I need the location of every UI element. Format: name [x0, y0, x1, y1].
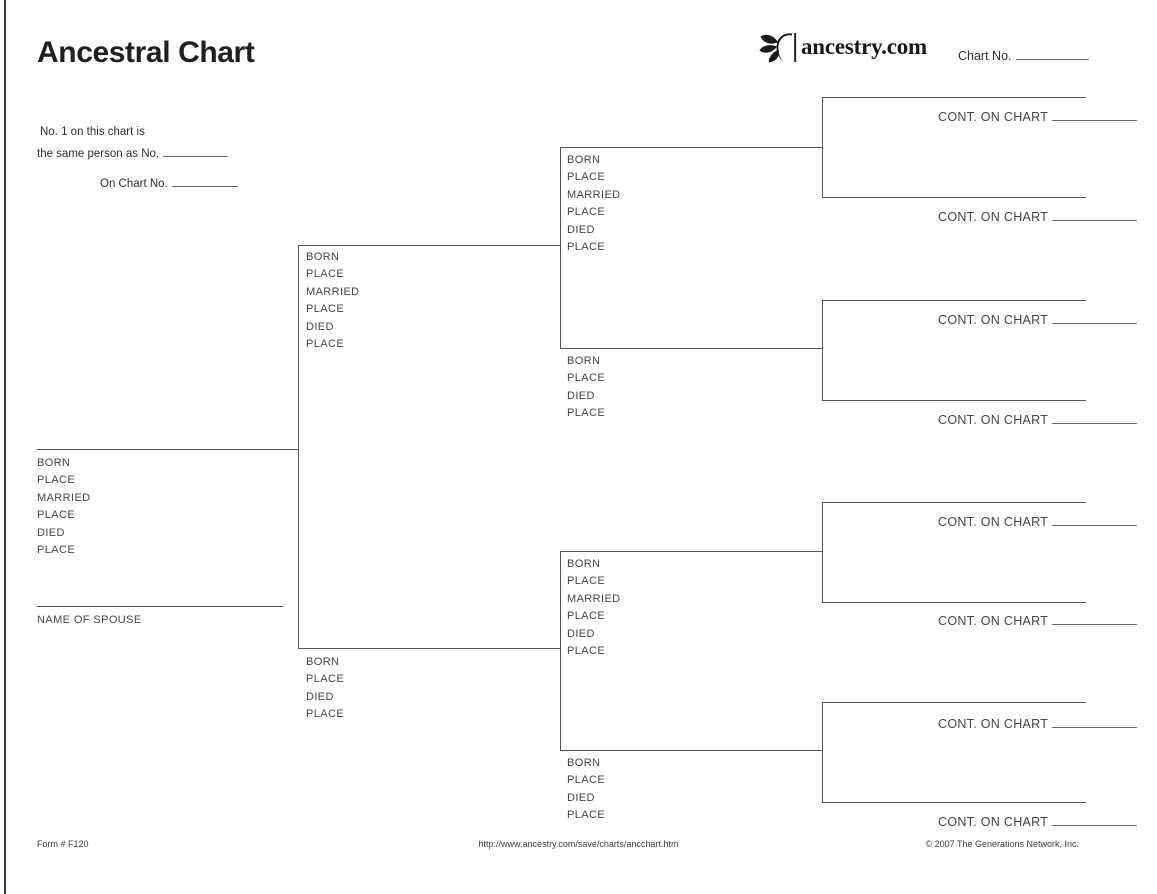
paternal-grandmother-name-line	[560, 348, 823, 349]
ancestry-logo-text: ancestry.com	[801, 34, 927, 59]
on-chart-no-blank	[171, 175, 238, 187]
great-grandparent-line-1	[822, 97, 1086, 98]
paternal-grandfather-field-labels: BORN PLACE MARRIED PLACE DIED PLACE	[567, 154, 621, 254]
cont-on-chart-3: CONT. ON CHART	[938, 312, 1138, 327]
great-grandparent-line-8	[822, 802, 1086, 803]
reference-line-3: On Chart No.	[100, 175, 238, 190]
parents-bracket	[298, 245, 299, 649]
great-grandparents-bracket-1	[822, 97, 823, 198]
cont-chart-blank-6	[1052, 613, 1138, 625]
same-person-no-blank	[163, 145, 229, 157]
mother-field-labels: BORN PLACE DIED PLACE	[306, 656, 345, 721]
person1-name-line	[37, 449, 298, 450]
great-grandparent-line-7	[822, 702, 1086, 703]
spouse-name-line	[37, 606, 283, 607]
great-grandparents-bracket-2	[822, 300, 823, 401]
cont-on-chart-8: CONT. ON CHART	[938, 814, 1138, 829]
great-grandparents-bracket-4	[822, 702, 823, 803]
paternal-grandmother-field-labels: BORN PLACE DIED PLACE	[567, 355, 606, 420]
cont-on-chart-2: CONT. ON CHART	[938, 209, 1138, 224]
chart-no-blank	[1015, 48, 1089, 60]
great-grandparent-line-6	[822, 602, 1086, 603]
page-title: Ancestral Chart	[37, 36, 255, 69]
cont-chart-blank-4	[1052, 412, 1138, 424]
chart-no-label: Chart No.	[958, 49, 1012, 63]
great-grandparent-line-4	[822, 400, 1086, 401]
paternal-grandparents-bracket	[560, 147, 561, 348]
cont-on-chart-5: CONT. ON CHART	[938, 514, 1138, 529]
cont-chart-blank-8	[1052, 814, 1138, 826]
cont-chart-blank-3	[1052, 312, 1138, 324]
maternal-grandfather-field-labels: BORN PLACE MARRIED PLACE DIED PLACE	[567, 558, 621, 658]
great-grandparent-line-2	[822, 197, 1086, 198]
cont-chart-blank-5	[1052, 514, 1138, 526]
person1-field-labels: BORN PLACE MARRIED PLACE DIED PLACE	[37, 457, 91, 557]
maternal-grandparents-bracket	[560, 551, 561, 750]
reference-line-1: No. 1 on this chart is	[40, 126, 145, 138]
father-field-labels: BORN PLACE MARRIED PLACE DIED PLACE	[306, 251, 360, 351]
cont-on-chart-4: CONT. ON CHART	[938, 412, 1138, 427]
page-left-border	[4, 0, 6, 894]
cont-on-chart-1: CONT. ON CHART	[938, 109, 1138, 124]
mother-name-line	[298, 648, 561, 649]
ancestry-logo: ancestry.com	[758, 31, 927, 63]
footer-copyright: © 2007 The Generations Network, Inc.	[925, 839, 1079, 849]
chart-no-field: Chart No.	[958, 48, 1089, 63]
footer-url: http://www.ancestry.com/save/charts/ancc…	[478, 839, 679, 849]
ancestry-leaf-icon	[759, 32, 797, 62]
maternal-grandmother-name-line	[560, 750, 823, 751]
great-grandparents-bracket-3	[822, 502, 823, 603]
cont-chart-blank-1	[1052, 109, 1138, 121]
great-grandparent-line-3	[822, 300, 1086, 301]
cont-chart-blank-2	[1052, 209, 1138, 221]
father-name-line	[298, 245, 561, 246]
great-grandparent-line-5	[822, 502, 1086, 503]
spouse-label: NAME OF SPOUSE	[37, 614, 142, 626]
form-number: Form # F120	[37, 839, 89, 849]
cont-on-chart-7: CONT. ON CHART	[938, 716, 1138, 731]
cont-chart-blank-7	[1052, 716, 1138, 728]
paternal-grandfather-name-line	[560, 147, 823, 148]
maternal-grandfather-name-line	[560, 551, 823, 552]
cont-on-chart-6: CONT. ON CHART	[938, 613, 1138, 628]
reference-line-2: the same person as No.	[37, 145, 229, 160]
maternal-grandmother-field-labels: BORN PLACE DIED PLACE	[567, 757, 606, 822]
